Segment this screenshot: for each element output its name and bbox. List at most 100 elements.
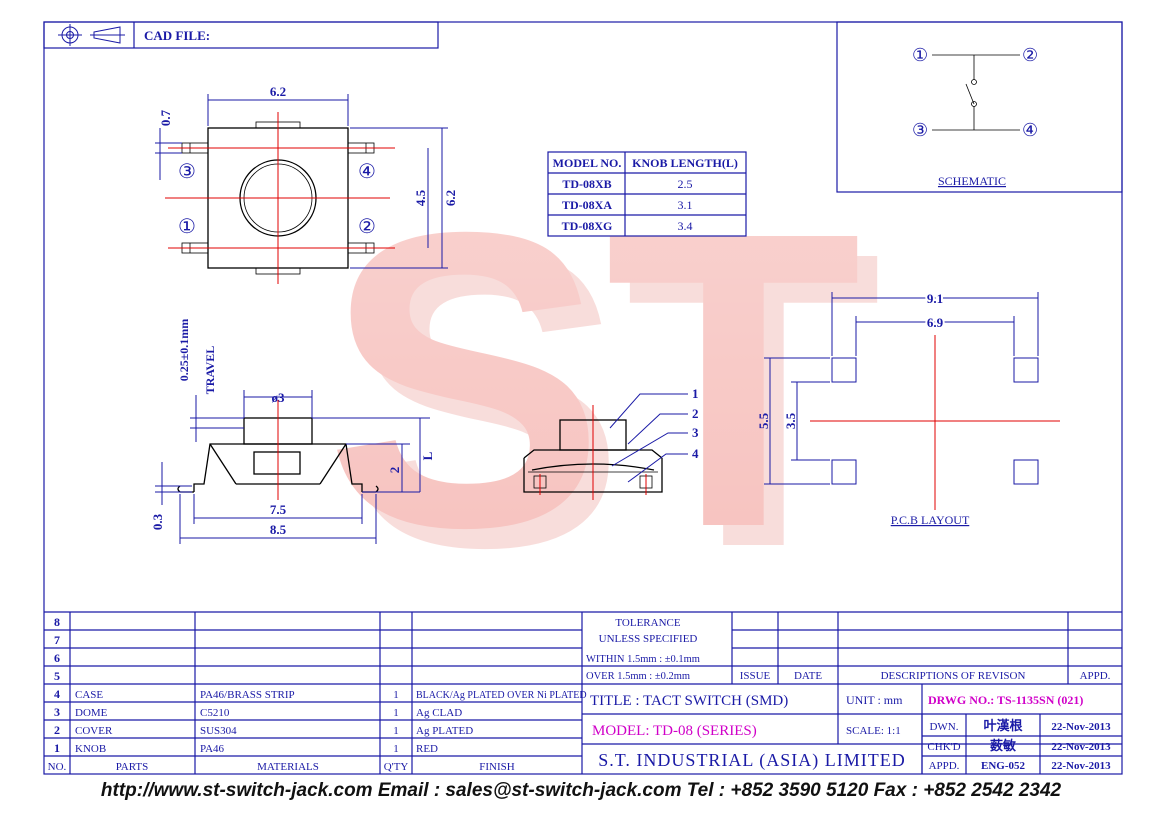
top-view-drawing: 6.2 0.7 4.5 6.2 ③ ④ ① ②	[155, 84, 458, 284]
chkd-label: CHK'D	[927, 741, 960, 753]
pcb-dim-inner-w-bg: 6.9	[927, 315, 944, 330]
drawing-frame	[43, 21, 1123, 775]
schematic-pin-3: ③	[912, 120, 928, 140]
knob-length-table: MODEL NO. KNOB LENGTH(L) TD-08XB 2.5 TD-…	[547, 151, 747, 237]
bom-qty: 1	[393, 743, 399, 755]
bom-row: 2 COVER SUS304 1 Ag PLATED	[54, 723, 473, 737]
top-pin-1: ①	[178, 216, 196, 238]
bom-qty: 1	[393, 725, 399, 737]
title-block-scale: SCALE: 1:1	[846, 725, 901, 737]
projection-symbol-icon	[58, 24, 125, 46]
bom-no: 4	[54, 687, 60, 701]
knob-row1-model: TD-08XB	[562, 177, 611, 191]
bom-finish: RED	[416, 743, 438, 755]
side-dim-body: 7.5	[270, 502, 287, 517]
bom-header-finish: FINISH	[479, 761, 515, 773]
appd-label: APPD.	[929, 760, 960, 772]
revision-issue: ISSUE	[740, 670, 771, 682]
top-dim-total-height: 6.2	[443, 190, 458, 206]
knob-row3-length: 3.4	[678, 219, 693, 233]
bom-row-8: 8	[54, 615, 60, 629]
bom-qty: 1	[393, 689, 399, 701]
side-dim-length: L	[420, 451, 435, 460]
bom-part: DOME	[75, 707, 108, 719]
bom-no: 1	[54, 741, 60, 755]
callout-3: 3	[692, 425, 699, 440]
side-dim-height: 2	[387, 467, 402, 474]
title-block	[44, 611, 1122, 774]
side-dim-total: 8.5	[270, 522, 287, 537]
callout-1: 1	[692, 386, 699, 401]
bom-header-no: NO.	[48, 761, 67, 773]
company-name: S.T. INDUSTRIAL (ASIA) LIMITED	[598, 750, 905, 771]
watermark-shadow: ST	[345, 166, 882, 635]
tolerance-over: OVER 1.5mm : ±0.2mm	[586, 671, 690, 682]
schematic-label: SCHEMATIC	[938, 174, 1006, 188]
knob-row2-length: 3.1	[678, 198, 693, 212]
knob-header-length: KNOB LENGTH(L)	[632, 156, 738, 170]
cad-file-label: CAD FILE:	[144, 28, 210, 43]
top-dim-width: 6.2	[270, 84, 286, 99]
top-dim-pin-offset: 0.7	[158, 109, 173, 126]
bom-no: 2	[54, 723, 60, 737]
knob-row2-model: TD-08XA	[562, 198, 612, 212]
appd-name: ENG-052	[981, 760, 1026, 772]
side-dim-knob-dia: ø3	[272, 390, 286, 405]
top-pin-3: ③	[178, 161, 196, 183]
knob-row1-length: 2.5	[678, 177, 693, 191]
bom-row-5: 5	[54, 669, 60, 683]
pcb-layout-drawing: 9.1 9.1 6.9 6.9 5.5 3.5 P.C.B LAYOUT	[756, 289, 1060, 527]
pcb-dim-outer-w-bg: 9.1	[927, 291, 943, 306]
tolerance-subtitle: UNLESS SPECIFIED	[599, 633, 698, 645]
top-pin-2: ②	[358, 216, 376, 238]
bom-header-materials: MATERIALS	[257, 761, 319, 773]
side-travel-word: TRAVEL	[203, 346, 217, 394]
side-travel-value: 0.25±0.1mm	[177, 319, 191, 382]
side-dim-thickness: 0.3	[150, 513, 165, 530]
bom-finish: Ag PLATED	[416, 725, 473, 737]
pcb-dim-inner-h: 3.5	[783, 412, 798, 429]
bom-part: KNOB	[75, 743, 106, 755]
bom-finish: BLACK/Ag PLATED OVER Ni PLATED	[416, 690, 587, 701]
bom-material: PA46	[200, 743, 225, 755]
bom-row-7: 7	[54, 633, 60, 647]
knob-header-model: MODEL NO.	[553, 156, 622, 170]
pcb-dim-outer-h: 5.5	[756, 412, 771, 429]
tolerance-title: TOLERANCE	[615, 617, 680, 629]
bom-material: PA46/BRASS STRIP	[200, 689, 295, 701]
st-watermark-logo: ST ST	[325, 146, 882, 635]
bom-material: C5210	[200, 707, 230, 719]
bom-part: CASE	[75, 689, 103, 701]
title-block-unit: UNIT : mm	[846, 693, 903, 707]
bom-finish: Ag CLAD	[416, 707, 462, 719]
appd-date: 22-Nov-2013	[1051, 760, 1111, 772]
title-block-title: TITLE : TACT SWITCH (SMD)	[590, 693, 788, 709]
tolerance-within: WITHIN 1.5mm : ±0.1mm	[586, 654, 700, 665]
pcb-dim-inner-w: 6.9	[927, 315, 944, 330]
bom-row-6: 6	[54, 651, 60, 665]
pcb-layout-label: P.C.B LAYOUT	[891, 513, 970, 527]
bom-row: 1 KNOB PA46 1 RED	[54, 741, 438, 755]
knob-row3-model: TD-08XG	[562, 219, 613, 233]
bom-header-parts: PARTS	[116, 761, 149, 773]
bom-no: 3	[54, 705, 60, 719]
bom-material: SUS304	[200, 725, 237, 737]
title-block-drwg-no: DRWG NO.: TS-1135SN (021)	[928, 693, 1083, 707]
schematic-pin-4: ④	[1022, 120, 1038, 140]
schematic-pin-1: ①	[912, 45, 928, 65]
bom-row: 4 CASE PA46/BRASS STRIP 1 BLACK/Ag PLATE…	[54, 687, 587, 701]
watermark-face: ST	[325, 146, 862, 615]
bom-header-qty: Q'TY	[384, 761, 409, 773]
pcb-dim-outer-w: 9.1	[927, 291, 943, 306]
revision-date: DATE	[794, 670, 822, 682]
callout-2: 2	[692, 406, 699, 421]
callout-4: 4	[692, 446, 699, 461]
title-block-model: MODEL: TD-08 (SERIES)	[592, 723, 757, 739]
schematic-panel: ① ② ③ ④ SCHEMATIC	[836, 21, 1123, 193]
revision-appd: APPD.	[1080, 670, 1111, 682]
bom-qty: 1	[393, 707, 399, 719]
side-view-drawing: 0.25±0.1mm TRAVEL ø3 2 L 0.3 7.5 8.5	[150, 319, 435, 544]
cad-file-header: CAD FILE:	[43, 21, 439, 49]
top-pin-4: ④	[358, 161, 376, 183]
dwn-name: 叶漢根	[983, 718, 1023, 733]
